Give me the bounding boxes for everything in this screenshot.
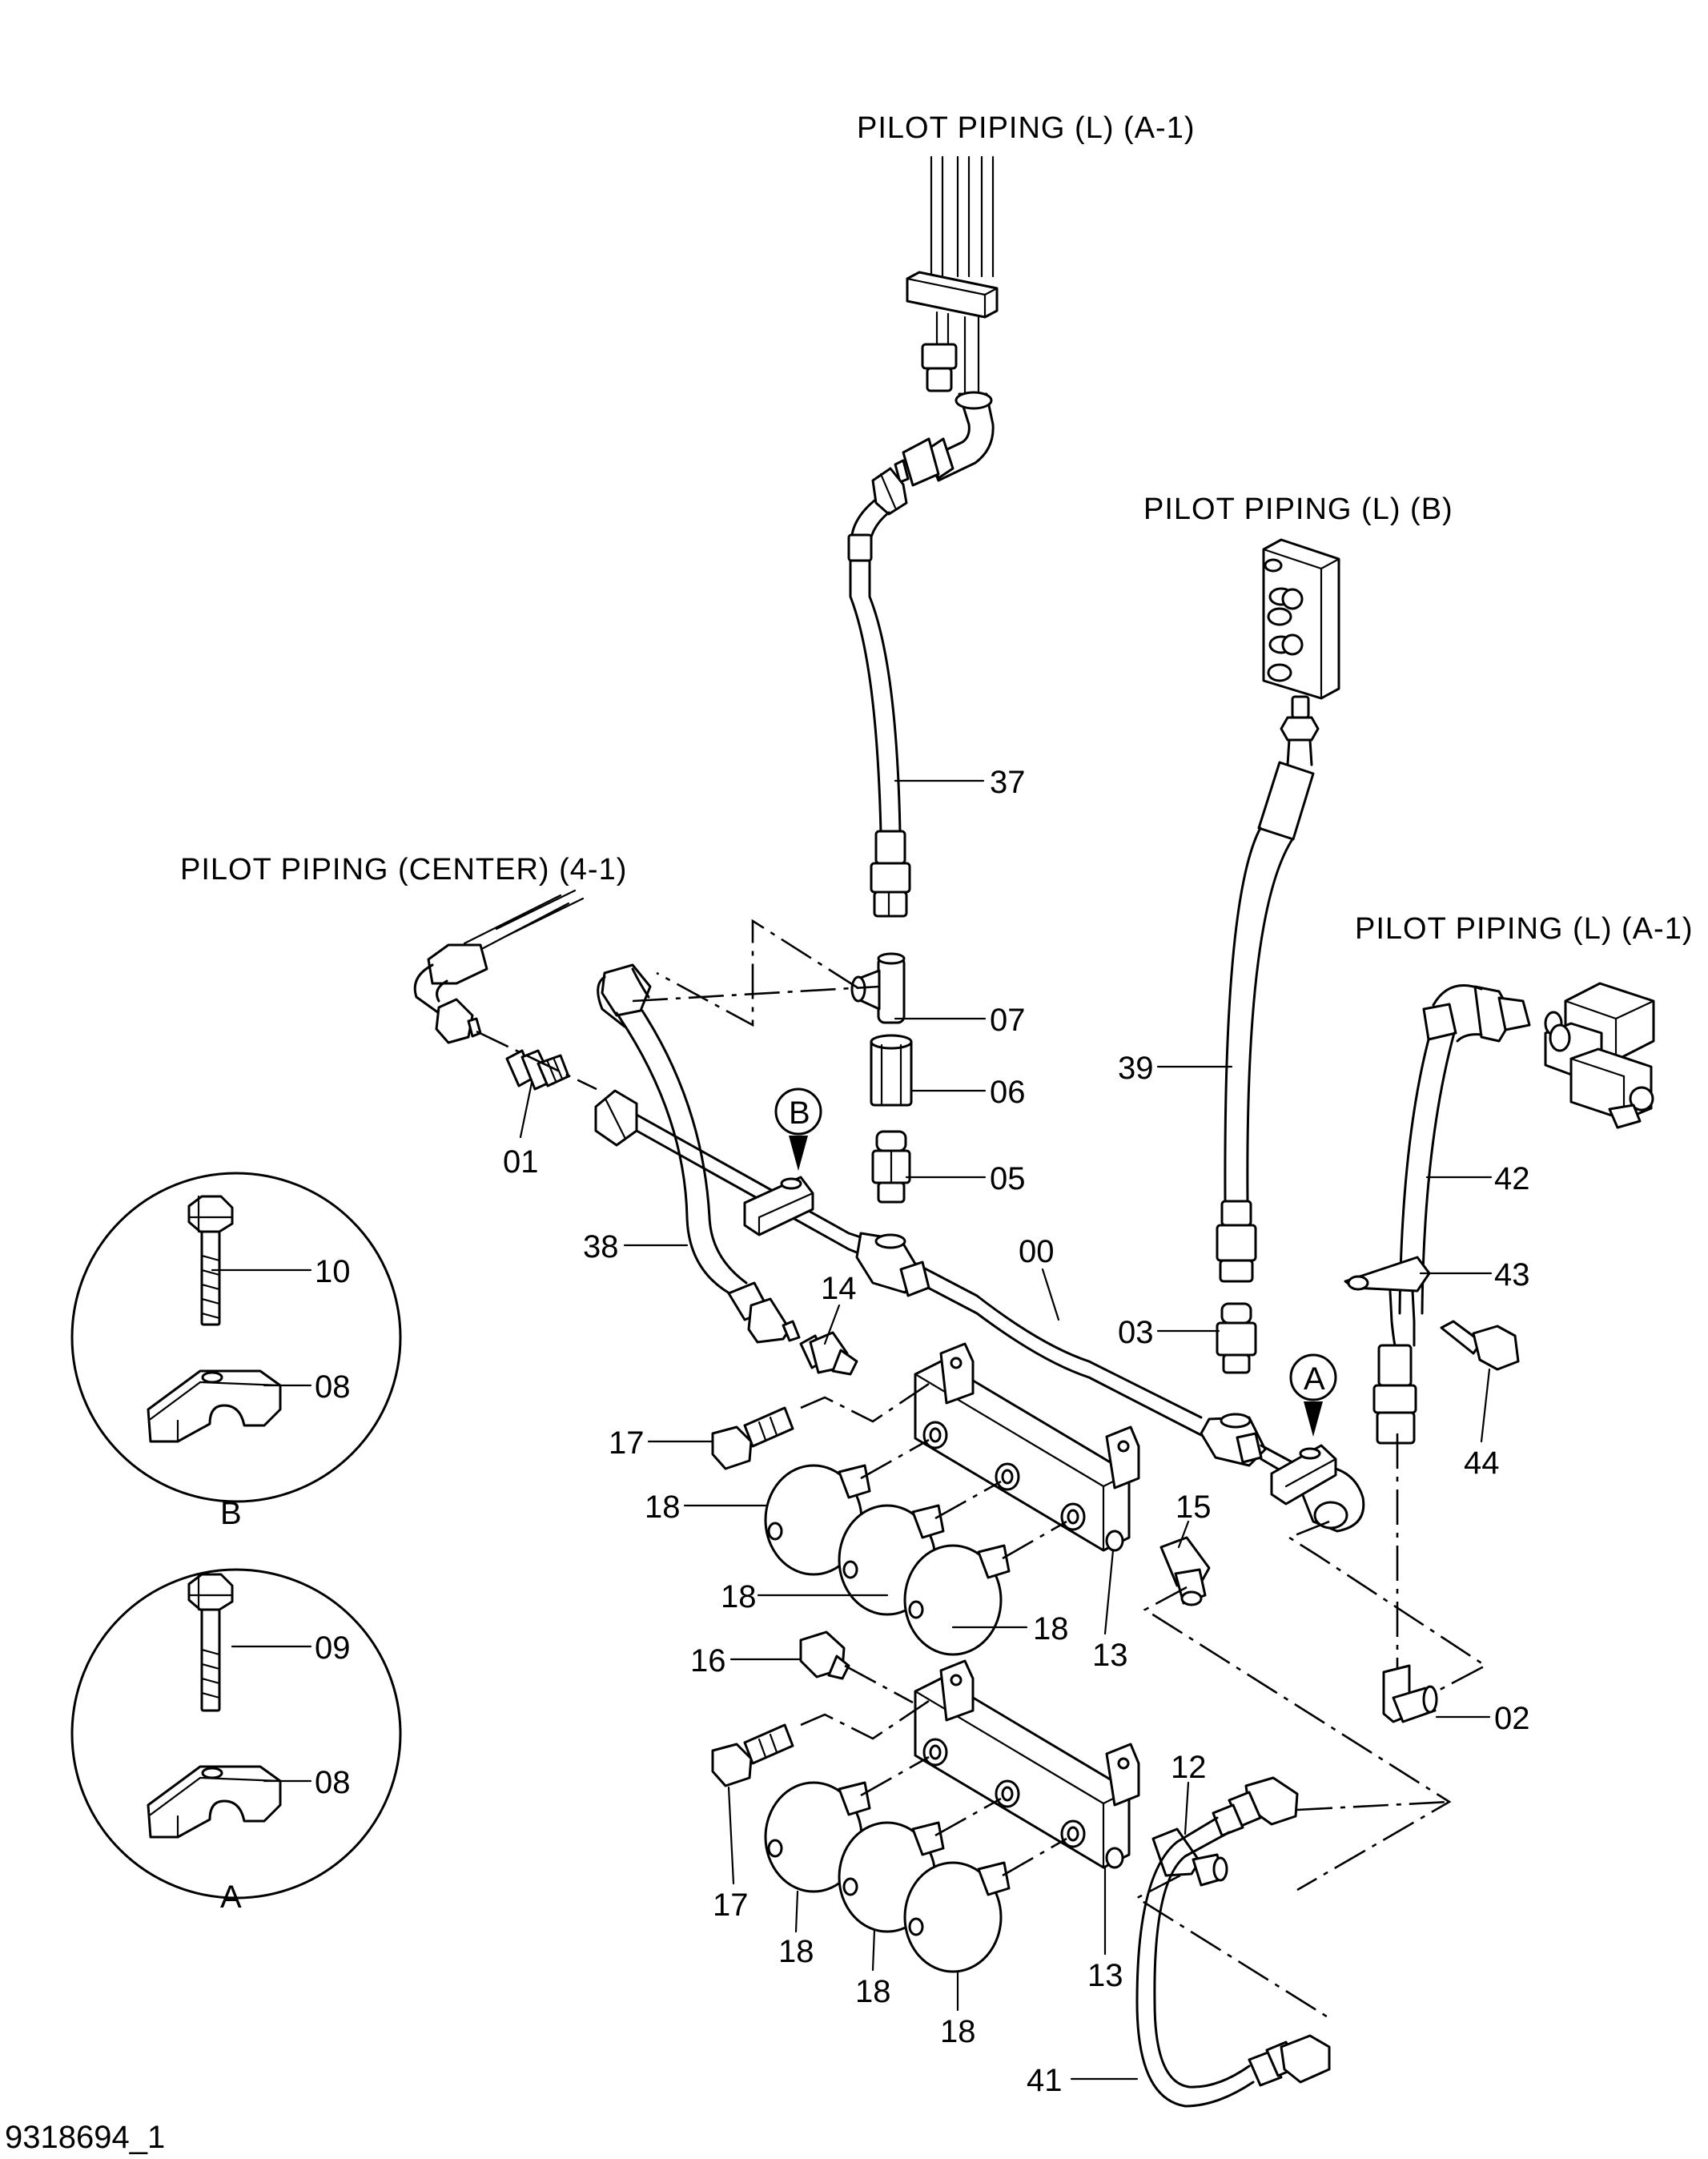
callout-18e: 18 — [855, 1974, 891, 2009]
title-pilot-piping-l-a1-top: PILOT PIPING (L) (A-1) — [857, 111, 1195, 145]
callout-42: 42 — [1494, 1161, 1530, 1196]
valve-block-b — [1262, 538, 1340, 742]
fitting-14 — [799, 1331, 858, 1376]
callout-01: 01 — [503, 1144, 539, 1180]
detail-a-label: A — [220, 1880, 242, 1915]
callout-43: 43 — [1494, 1257, 1530, 1293]
fitting-05 — [871, 1130, 911, 1204]
accumulator-18-c — [903, 1544, 1011, 1656]
fitting-02 — [1382, 1664, 1438, 1723]
fitting-15 — [1159, 1536, 1211, 1606]
hose-39 — [1216, 738, 1315, 1283]
callout-18f: 18 — [940, 2014, 976, 2049]
title-pilot-piping-l-b: PILOT PIPING (L) (B) — [1143, 493, 1453, 526]
callout-08a: 08 — [315, 1369, 351, 1405]
callout-41: 41 — [1027, 2063, 1063, 2098]
callout-03: 03 — [1118, 1315, 1154, 1350]
clamp-b-on-pipe — [743, 1176, 814, 1236]
fitting-01 — [505, 1049, 570, 1091]
title-pilot-piping-l-a1-right: PILOT PIPING (L) (A-1) — [1355, 912, 1693, 946]
view-marker-b: B — [774, 1088, 822, 1171]
callout-06: 06 — [990, 1075, 1026, 1110]
callout-02: 02 — [1494, 1701, 1530, 1736]
fitting-06 — [870, 1034, 913, 1107]
callout-05: 05 — [990, 1161, 1026, 1196]
callout-07: 07 — [990, 1003, 1026, 1038]
hose-38 — [597, 963, 801, 1344]
view-marker-a: A — [1289, 1353, 1337, 1437]
tee-07 — [850, 952, 906, 1024]
pipe-00 — [594, 1089, 1365, 1533]
callout-18c: 18 — [1033, 1611, 1069, 1646]
valve-right-a1 — [1544, 982, 1655, 1129]
fitting-12 — [1151, 1827, 1228, 1887]
bolt-17-upper — [711, 1406, 794, 1470]
callout-17b: 17 — [713, 1888, 749, 1923]
callout-15: 15 — [1176, 1490, 1212, 1525]
detail-b-label: B — [220, 1496, 242, 1531]
manifold-13-upper — [914, 1342, 1140, 1552]
callout-16: 16 — [690, 1643, 726, 1679]
callout-13b: 13 — [1087, 1958, 1123, 1993]
svg-text:A: A — [1304, 1361, 1325, 1397]
callout-18a: 18 — [645, 1490, 681, 1525]
fitting-16 — [799, 1630, 850, 1680]
svg-text:B: B — [789, 1096, 810, 1131]
callout-18b: 18 — [721, 1579, 757, 1614]
center-pipe-upper — [413, 889, 585, 1044]
callout-13a: 13 — [1092, 1638, 1128, 1673]
callout-14: 14 — [821, 1271, 857, 1306]
detail-view-b — [70, 1172, 402, 1503]
callout-17a: 17 — [609, 1425, 645, 1461]
drawing-code: 9318694_1 — [5, 2120, 165, 2155]
hose-37 — [847, 499, 911, 918]
callout-08b: 08 — [315, 1765, 351, 1800]
callout-10: 10 — [315, 1254, 351, 1289]
callout-12: 12 — [1171, 1750, 1207, 1785]
title-pilot-piping-center: PILOT PIPING (CENTER) (4-1) — [180, 853, 627, 887]
top-pipe-bundle — [871, 155, 999, 516]
hose-42 — [1344, 984, 1531, 1445]
callout-18d: 18 — [778, 1934, 814, 1969]
callout-39: 39 — [1118, 1051, 1154, 1086]
hose-41 — [1135, 1776, 1331, 2108]
bolt-17-lower — [711, 1723, 794, 1787]
manifold-13-lower — [914, 1659, 1140, 1869]
leader-lines — [211, 779, 1493, 2081]
callout-09: 09 — [315, 1630, 351, 1666]
bolt-44 — [1440, 1320, 1520, 1371]
accumulator-18-d — [764, 1781, 871, 1893]
callout-00: 00 — [1019, 1234, 1055, 1269]
callout-38: 38 — [583, 1229, 619, 1264]
fitting-03 — [1216, 1302, 1257, 1374]
callout-44: 44 — [1464, 1445, 1500, 1481]
detail-view-a — [70, 1568, 402, 1900]
callouts: 37 07 06 05 39 01 38 00 14 03 42 43 44 1… — [315, 765, 1530, 2098]
clamp-a-on-pipe — [1270, 1444, 1337, 1506]
accumulator-18-f — [903, 1861, 1011, 1973]
callout-37: 37 — [990, 765, 1026, 800]
